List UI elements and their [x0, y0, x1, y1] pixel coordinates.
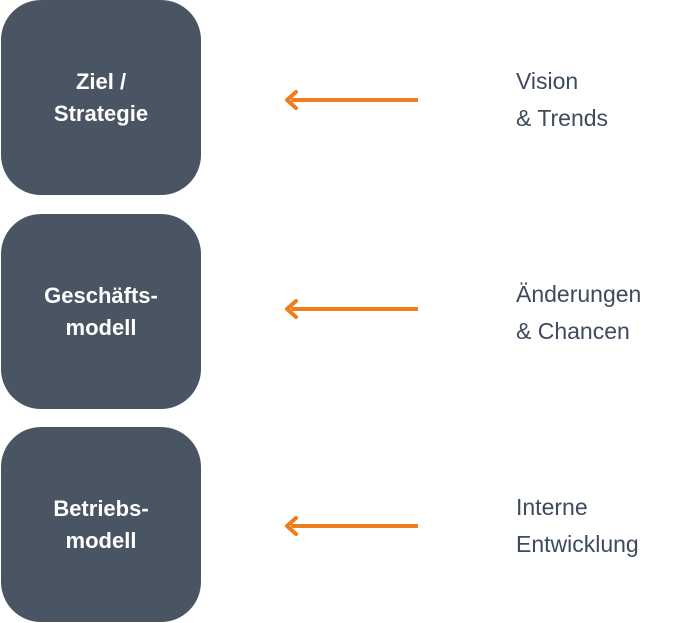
arrow-left-icon	[285, 299, 418, 319]
box-label-line: modell	[65, 527, 137, 553]
box-label-line: modell	[65, 314, 137, 340]
source-label-line: Entwicklung	[516, 531, 639, 557]
source-label-interne-entwicklung: Interne Entwicklung	[516, 489, 639, 563]
source-label-line: Interne	[516, 494, 588, 520]
arrow-left-icon	[285, 516, 418, 536]
box-ziel-strategie: Ziel / Strategie	[1, 0, 201, 195]
box-label: Betriebs- modell	[53, 493, 148, 557]
source-label-line: & Chancen	[516, 318, 630, 344]
arrow-left-icon	[285, 90, 418, 110]
box-geschaeftsmodell: Geschäfts- modell	[1, 214, 201, 409]
box-label-line: Betriebs-	[53, 495, 149, 521]
source-label-line: Änderungen	[516, 281, 642, 307]
box-label: Geschäfts- modell	[44, 280, 158, 344]
box-label-line: Ziel /	[75, 68, 127, 94]
source-label-line: Vision	[516, 68, 579, 94]
source-label-line: & Trends	[516, 105, 609, 131]
source-label-aenderungen: Änderungen & Chancen	[516, 276, 641, 350]
box-label: Ziel / Strategie	[54, 66, 148, 130]
box-label-line: Strategie	[53, 100, 149, 126]
box-betriebsmodell: Betriebs- modell	[1, 427, 201, 622]
source-label-vision: Vision & Trends	[516, 63, 608, 137]
box-label-line: Geschäfts-	[44, 282, 158, 308]
